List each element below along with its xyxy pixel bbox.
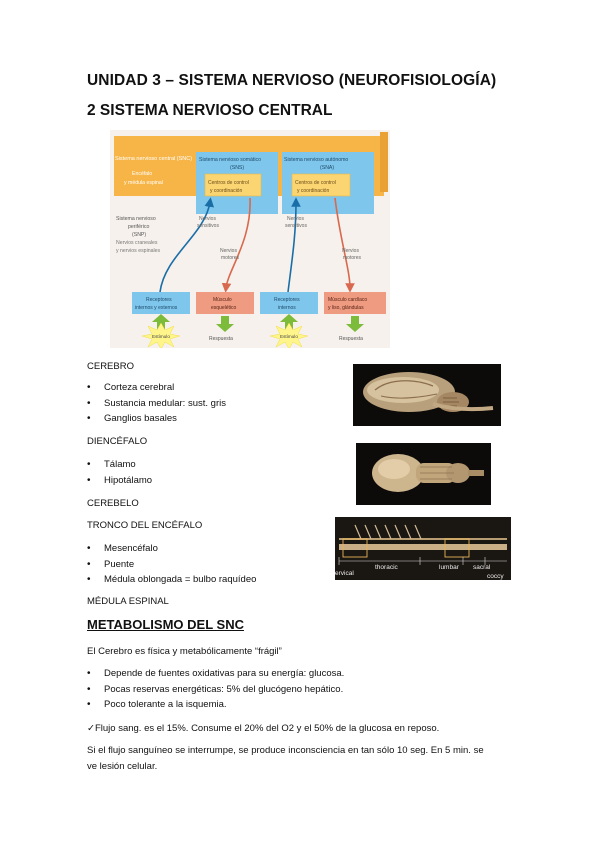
stimulus-arrow-1 xyxy=(152,314,170,330)
skeletal-muscle-box xyxy=(196,292,254,314)
stimulus-2: Estímulo xyxy=(280,334,298,339)
snp-2: periférico xyxy=(128,224,149,230)
stimulus-burst-2 xyxy=(269,322,309,348)
sna-control-box xyxy=(291,173,351,197)
spine-coccy: coccy xyxy=(487,573,504,580)
musc-esq-2: esquelético xyxy=(211,305,237,311)
sns-control-1: Centros de control xyxy=(208,180,249,186)
list-item: Corteza cerebral xyxy=(87,380,226,396)
mot-label-1a: Nervios xyxy=(220,248,237,254)
sens-label-1b: sensitivos xyxy=(197,223,219,229)
mot-label-2a: Nervios xyxy=(342,248,359,254)
motor-arrow-autonomic xyxy=(334,197,355,293)
spine-cervical: ervical xyxy=(335,570,354,577)
sens-label-2b: sensitivos xyxy=(285,223,307,229)
cerebelo-label: CEREBELO xyxy=(87,498,139,509)
receptors-int-box xyxy=(260,292,318,314)
spine-lumbar: lumbar xyxy=(439,564,460,571)
cerebro-label: CEREBRO xyxy=(87,361,134,372)
list-item: Médula oblongada = bulbo raquídeo xyxy=(87,572,256,588)
metabolism-intro: El Cerebro es física y metabólicamente “… xyxy=(87,646,282,657)
list-item: Mesencéfalo xyxy=(87,541,256,557)
final-line-1: Si el flujo sanguíneo se interrumpe, se … xyxy=(87,745,484,756)
sens-label-2a: Nervios xyxy=(287,216,304,222)
sna-abbr: (SNA) xyxy=(320,165,334,171)
cerebro-list: Corteza cerebral Sustancia medular: sust… xyxy=(87,380,226,427)
diencefalo-label: DIENCÉFALO xyxy=(87,436,148,447)
receptors-ext-box xyxy=(132,292,190,314)
mot-label-1b: motores xyxy=(221,255,240,261)
diencefalo-list: Tálamo Hipotálamo xyxy=(87,457,152,488)
tronco-list: Mesencéfalo Puente Médula oblongada = bu… xyxy=(87,541,256,588)
list-item: Puente xyxy=(87,557,256,573)
nervous-system-diagram: Sistema nervioso central (SNC) Encéfalo … xyxy=(110,130,390,348)
brainstem-photo xyxy=(356,443,491,505)
rec-ext-2: internos y externos xyxy=(135,305,178,311)
tronco-label: TRONCO DEL ENCÉFALO xyxy=(87,520,203,531)
sensory-arrow-somatic xyxy=(159,197,215,293)
sens-label-1a: Nervios xyxy=(199,216,216,222)
brain-sagittal-photo xyxy=(353,364,501,426)
unit-title: UNIDAD 3 – SISTEMA NERVIOSO (NEUROFISIOL… xyxy=(87,72,497,89)
section-title: 2 SISTEMA NERVIOSO CENTRAL xyxy=(87,102,333,119)
list-item: Ganglios basales xyxy=(87,411,226,427)
rec-int-2: internos xyxy=(278,305,296,311)
snp-3: (SNP) xyxy=(132,232,146,238)
sna-title: Sistema nervioso autónomo xyxy=(284,157,348,163)
musc-card-1: Músculo cardíaco xyxy=(328,297,367,303)
motor-arrow-somatic xyxy=(221,197,251,293)
medula-label: MÉDULA ESPINAL xyxy=(87,596,169,607)
stimulus-burst-1 xyxy=(141,322,181,348)
response-1: Respuesta xyxy=(209,336,233,342)
snc-sub1: Encéfalo xyxy=(132,171,152,177)
stimulus-1: Estímulo xyxy=(152,334,170,339)
snp-5: y nervios espinales xyxy=(116,248,161,254)
spinal-cord-photo: ervical thoracic lumbar sacral coccy xyxy=(335,517,511,580)
rec-ext-1: Receptores xyxy=(146,297,172,303)
metabolism-heading: METABOLISMO DEL SNC xyxy=(87,617,244,632)
musc-card-2: y liso, glándulas xyxy=(328,305,364,311)
snp-4: Nervios craneales xyxy=(116,240,158,246)
sns-control-2: y coordinación xyxy=(210,188,242,194)
list-item: Tálamo xyxy=(87,457,152,473)
response-arrow-1 xyxy=(216,316,234,332)
rec-int-1: Receptores xyxy=(274,297,300,303)
list-item: Poco tolerante a la isquemia. xyxy=(87,697,344,713)
sna-control-1: Centros de control xyxy=(295,180,336,186)
metabolism-list: Depende de fuentes oxidativas para su en… xyxy=(87,666,344,713)
snc-title: Sistema nervioso central (SNC) xyxy=(115,156,192,162)
mot-label-2b: motores xyxy=(343,255,362,261)
snp-1: Sistema nervioso xyxy=(116,216,156,222)
sns-control-box xyxy=(204,173,262,197)
cardiac-muscle-box xyxy=(324,292,386,314)
stimulus-arrow-2 xyxy=(280,314,298,330)
sns-abbr: (SNS) xyxy=(230,165,244,171)
musc-esq-1: Músculo xyxy=(213,297,232,303)
final-line-2: ve lesión celular. xyxy=(87,761,158,772)
list-item: Depende de fuentes oxidativas para su en… xyxy=(87,666,344,682)
sensory-arrow-autonomic xyxy=(287,197,301,293)
flow-note: ✓Flujo sang. es el 15%. Consume el 20% d… xyxy=(87,723,440,734)
response-2: Respuesta xyxy=(339,336,363,342)
spine-sacral: sacral xyxy=(473,564,491,571)
response-arrow-2 xyxy=(346,316,364,332)
list-item: Sustancia medular: sust. gris xyxy=(87,396,226,412)
list-item: Hipotálamo xyxy=(87,473,152,489)
sna-control-2: y coordinación xyxy=(297,188,329,194)
spine-thoracic: thoracic xyxy=(375,564,399,571)
list-item: Pocas reservas energéticas: 5% del glucó… xyxy=(87,682,344,698)
snc-sub2: y médula espinal xyxy=(124,180,163,186)
sns-title: Sistema nervioso somático xyxy=(199,157,261,163)
